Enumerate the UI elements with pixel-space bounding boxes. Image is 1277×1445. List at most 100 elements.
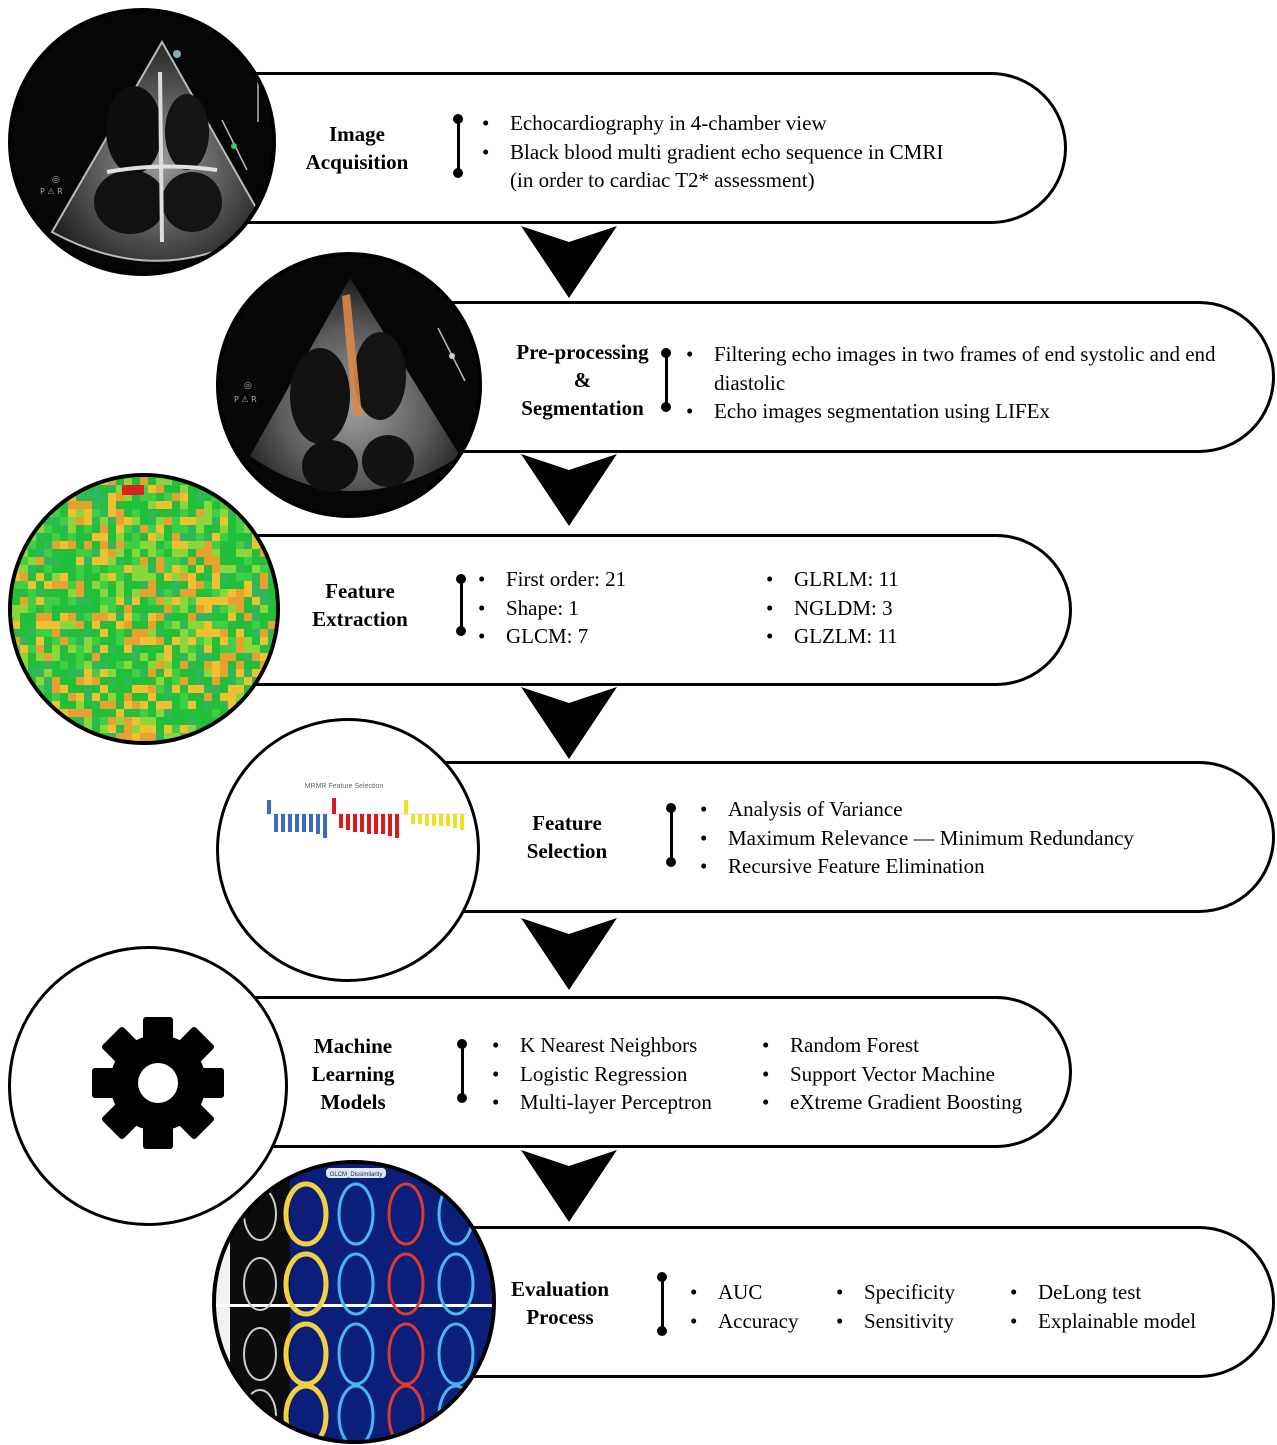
heatmap-cell [212, 661, 220, 669]
heatmap-cell [116, 541, 124, 549]
chart-bar [346, 814, 350, 830]
heatmap-cell [212, 517, 220, 525]
heatmap-cell [12, 533, 20, 541]
heatmap-cell [12, 613, 20, 621]
echocardiography-image: ◎ P ⚠ R [8, 8, 276, 276]
heatmap-cell [164, 725, 172, 733]
svg-text:P ⚠ R: P ⚠ R [40, 187, 63, 196]
heatmap-cell [212, 573, 220, 581]
chart-bar [460, 814, 464, 830]
heatmap-cell [100, 629, 108, 637]
heatmap-cell [20, 717, 28, 725]
stage-items-feature-extraction-col2: GLRLM: 11 NGLDM: 3 GLZLM: 11 [762, 565, 982, 651]
heatmap-cell [204, 693, 212, 701]
heatmap-cell [36, 581, 44, 589]
heatmap-cell [156, 605, 164, 613]
heatmap-cell [108, 589, 116, 597]
heatmap-cell [68, 589, 76, 597]
heatmap-cell [220, 693, 228, 701]
heatmap-cell [268, 725, 276, 733]
heatmap-cell [156, 613, 164, 621]
heatmap-cell [156, 637, 164, 645]
heatmap-cell [180, 557, 188, 565]
heatmap-cell [228, 669, 236, 677]
heatmap-cell [244, 589, 252, 597]
heatmap-cell [268, 717, 276, 725]
heatmap-cell [252, 733, 260, 741]
stage-title-preprocessing: Pre-processing & Segmentation [500, 338, 665, 422]
heatmap-cell [236, 493, 244, 501]
heatmap-cell [116, 573, 124, 581]
heatmap-cell [116, 725, 124, 733]
heatmap-cell [228, 717, 236, 725]
heatmap-cell [220, 581, 228, 589]
heatmap-cell [244, 557, 252, 565]
down-arrow-icon [521, 226, 617, 298]
heatmap-cell [44, 669, 52, 677]
list-item: Support Vector Machine [758, 1060, 1063, 1089]
heatmap-cell [236, 477, 244, 485]
heatmap-cell [20, 621, 28, 629]
heatmap-cell [108, 501, 116, 509]
heatmap-cell [268, 589, 276, 597]
heatmap-cell [188, 517, 196, 525]
list-item: Logistic Regression [488, 1060, 758, 1089]
heatmap-cell [100, 581, 108, 589]
heatmap-cell [52, 669, 60, 677]
heatmap-cell [52, 573, 60, 581]
heatmap-cell [244, 493, 252, 501]
heatmap-cell [132, 733, 140, 741]
heatmap-cell [52, 645, 60, 653]
heatmap-cell [44, 653, 52, 661]
heatmap-cell [60, 629, 68, 637]
heatmap-cell [236, 573, 244, 581]
heatmap-cell [172, 653, 180, 661]
heatmap-cell [76, 717, 84, 725]
heatmap-cell [84, 733, 92, 741]
heatmap-cell [20, 477, 28, 485]
heatmap-cell [84, 685, 92, 693]
heatmap-cell [204, 701, 212, 709]
stage-items-feature-extraction-col1: First order: 21 Shape: 1 GLCM: 7 [474, 565, 734, 651]
heatmap-cell [252, 557, 260, 565]
heatmap-cell [28, 597, 36, 605]
heatmap-cell [140, 717, 148, 725]
heatmap-cell [68, 597, 76, 605]
heatmap-cell [44, 525, 52, 533]
heatmap-cell [212, 525, 220, 533]
heatmap-cell [244, 629, 252, 637]
heatmap-cell [36, 525, 44, 533]
heatmap-cell [60, 493, 68, 501]
heatmap-cell [76, 605, 84, 613]
heatmap-cell [164, 653, 172, 661]
heatmap-cell [228, 485, 236, 493]
heatmap-cell [36, 637, 44, 645]
heatmap-cell [28, 541, 36, 549]
svg-text:◎: ◎ [52, 175, 60, 185]
heatmap-cell [180, 565, 188, 573]
heatmap-cell [84, 717, 92, 725]
heatmap-cell [44, 541, 52, 549]
heatmap-cell [220, 597, 228, 605]
heatmap-cell [116, 629, 124, 637]
heatmap-cell [36, 493, 44, 501]
heatmap-cell [116, 717, 124, 725]
heatmap-cell [12, 517, 20, 525]
heatmap-cell [172, 501, 180, 509]
heatmap-cell [124, 573, 132, 581]
heatmap-cell [132, 477, 140, 485]
heatmap-cell [140, 701, 148, 709]
heatmap-cell [164, 685, 172, 693]
title-line: Process [526, 1305, 594, 1329]
heatmap-cell [260, 493, 268, 501]
heatmap-cell [132, 605, 140, 613]
heatmap-cell [236, 509, 244, 517]
heatmap-cell [36, 533, 44, 541]
heatmap-cell [92, 525, 100, 533]
heatmap-cell [252, 597, 260, 605]
heatmap-cell [212, 493, 220, 501]
list-item: Random Forest [758, 1031, 1063, 1060]
heatmap-cell [116, 485, 124, 493]
heatmap-cell [124, 525, 132, 533]
heatmap-cell [212, 613, 220, 621]
